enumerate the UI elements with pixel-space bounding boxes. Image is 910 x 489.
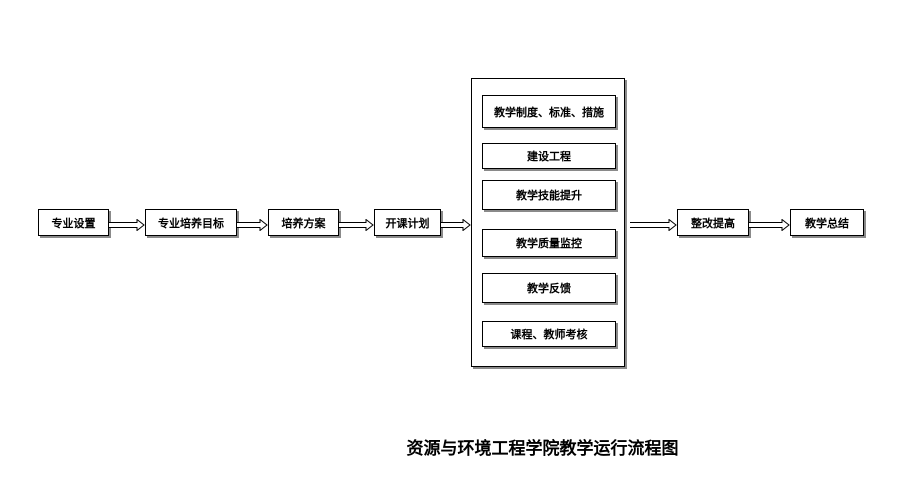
node-training-plan: 培养方案 <box>268 209 339 236</box>
arrow-right-icon <box>237 219 268 231</box>
diagram-caption: 资源与环境工程学院教学运行流程图 <box>406 439 679 459</box>
node-rectify-improve: 整改提高 <box>677 209 749 236</box>
group-item-quality-monitoring: 教学质量监控 <box>482 229 616 257</box>
arrow-right-icon <box>339 219 374 231</box>
node-training-objective: 专业培养目标 <box>145 209 237 236</box>
arrow-right-icon <box>630 219 677 231</box>
arrow-right-icon <box>749 219 790 231</box>
arrow-right-icon <box>441 219 471 231</box>
node-teaching-summary: 教学总结 <box>790 209 864 236</box>
arrow-right-icon <box>109 219 145 231</box>
group-item-construction-project: 建设工程 <box>482 143 616 169</box>
group-item-course-teacher-assessment: 课程、教师考核 <box>482 321 616 347</box>
node-specialty-setting: 专业设置 <box>38 209 109 236</box>
group-item-teaching-rules: 教学制度、标准、措施 <box>482 95 616 128</box>
group-item-teaching-feedback: 教学反馈 <box>482 273 616 303</box>
node-course-plan: 开课计划 <box>374 209 441 236</box>
group-item-teaching-skills: 教学技能提升 <box>482 180 616 210</box>
